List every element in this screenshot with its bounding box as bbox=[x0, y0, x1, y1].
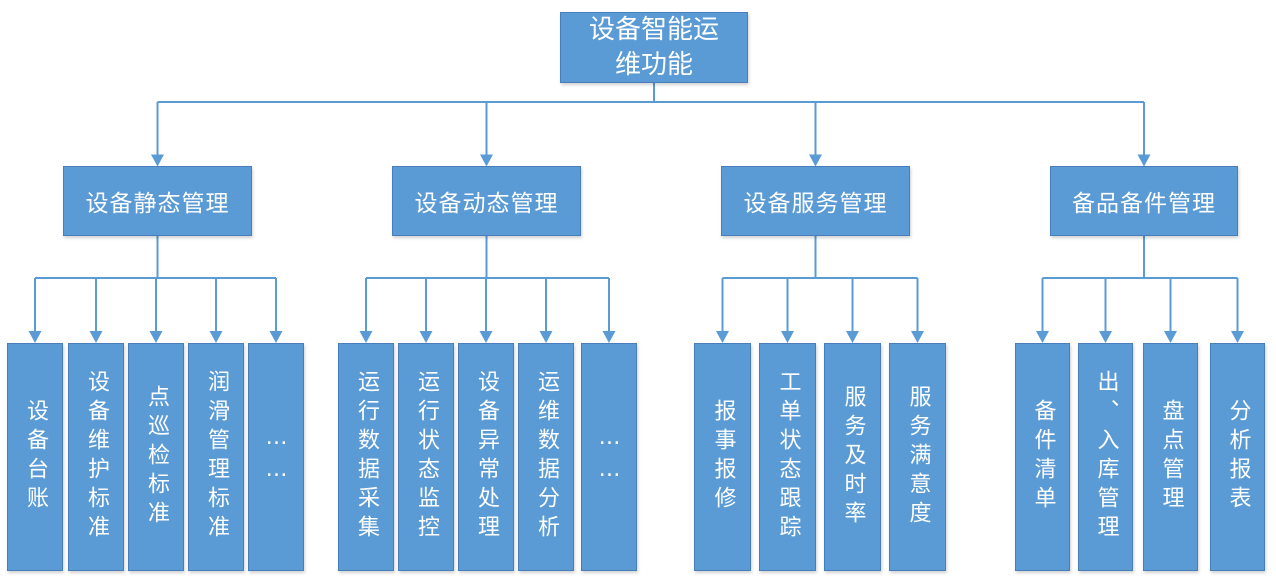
leaf-label: 备件清单 bbox=[1030, 399, 1056, 515]
leaf-node: 润滑管理标准 bbox=[188, 343, 244, 571]
leaf-label: 盘点管理 bbox=[1158, 399, 1184, 515]
leaf-node: 工单状态跟踪 bbox=[759, 343, 816, 571]
leaf-node: 设备台账 bbox=[7, 343, 63, 571]
leaf-node: 设备异常处理 bbox=[458, 343, 514, 571]
leaf-label: 服务及时率 bbox=[840, 384, 866, 530]
leaf-node: 服务满意度 bbox=[889, 343, 946, 571]
branch-label: 设备服务管理 bbox=[743, 191, 888, 217]
leaf-label: 润滑管理标准 bbox=[204, 370, 229, 544]
branch-node-service-mgmt: 设备服务管理 bbox=[721, 166, 910, 236]
leaf-label: …… bbox=[597, 425, 622, 489]
leaf-label: 点巡检标准 bbox=[144, 384, 169, 530]
leaf-label: 服务满意度 bbox=[905, 384, 931, 530]
leaf-label: 分析报表 bbox=[1225, 399, 1251, 515]
branch-node-spareparts-mgmt: 备品备件管理 bbox=[1050, 166, 1238, 236]
leaf-node: 运行状态监控 bbox=[398, 343, 454, 571]
leaf-label: 运行数据采集 bbox=[354, 370, 379, 544]
leaf-node: 盘点管理 bbox=[1143, 343, 1198, 571]
leaf-node: 服务及时率 bbox=[824, 343, 881, 571]
leaf-label: 出、入库管理 bbox=[1093, 370, 1119, 544]
leaf-node: 设备维护标准 bbox=[68, 343, 124, 571]
branch-label: 设备静态管理 bbox=[85, 191, 230, 217]
leaf-label: …… bbox=[264, 425, 289, 489]
leaf-label: 设备异常处理 bbox=[474, 370, 499, 544]
node-root-label: 设备智能运维功能 bbox=[588, 15, 719, 80]
branch-label: 备品备件管理 bbox=[1072, 191, 1216, 217]
leaf-node: 分析报表 bbox=[1210, 343, 1265, 571]
leaf-node: 点巡检标准 bbox=[128, 343, 184, 571]
node-root: 设备智能运维功能 bbox=[560, 12, 748, 83]
leaf-label: 运行状态监控 bbox=[414, 370, 439, 544]
leaf-label: 报事报修 bbox=[710, 399, 736, 515]
branch-node-dynamic-mgmt: 设备动态管理 bbox=[392, 166, 581, 236]
branch-label: 设备动态管理 bbox=[414, 191, 559, 217]
leaf-node-ellipsis: …… bbox=[581, 343, 637, 571]
leaf-node: 运维数据分析 bbox=[518, 343, 574, 571]
leaf-label: 工单状态跟踪 bbox=[775, 370, 801, 544]
branch-node-static-mgmt: 设备静态管理 bbox=[63, 166, 252, 236]
leaf-label: 设备台账 bbox=[23, 399, 48, 515]
leaf-node: 出、入库管理 bbox=[1078, 343, 1133, 571]
leaf-node: 运行数据采集 bbox=[338, 343, 394, 571]
leaf-label: 运维数据分析 bbox=[534, 370, 559, 544]
leaf-node: 备件清单 bbox=[1015, 343, 1070, 571]
leaf-label: 设备维护标准 bbox=[84, 370, 109, 544]
leaf-node-ellipsis: …… bbox=[248, 343, 304, 571]
leaf-node: 报事报修 bbox=[694, 343, 751, 571]
